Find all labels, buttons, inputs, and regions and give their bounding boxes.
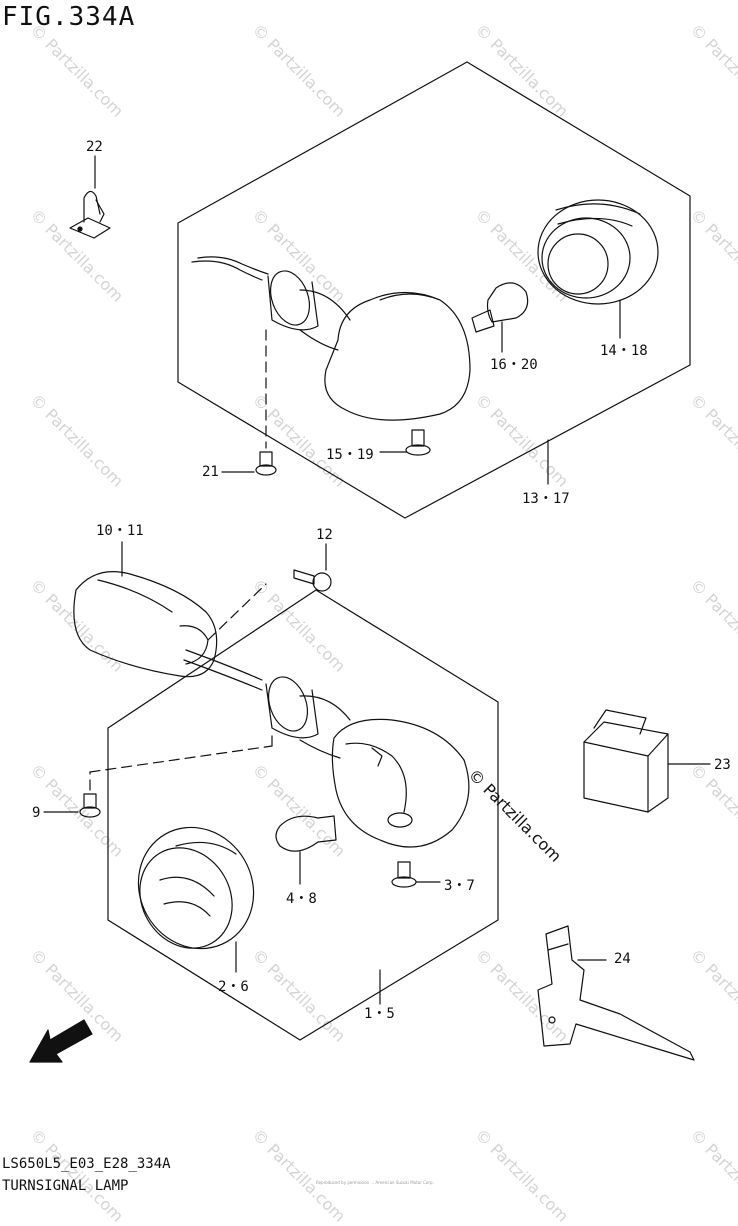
callout-21: 21 <box>202 464 219 480</box>
callout-4-8: 4・8 <box>286 891 317 907</box>
fine-print: Reproduced by permission ... American Su… <box>316 1180 434 1185</box>
part-22-clamp <box>69 155 111 239</box>
part-4-bulb <box>275 815 337 885</box>
callout-3-7: 3・7 <box>444 878 475 894</box>
callout-10-11: 10・11 <box>96 523 144 539</box>
callout-2-6: 2・6 <box>218 979 249 995</box>
part-14-lens <box>537 199 659 339</box>
callout-12: 12 <box>316 527 333 543</box>
callout-9: 9 <box>32 805 41 821</box>
part-10-cover <box>73 541 218 678</box>
part-9-screw <box>43 729 273 818</box>
part-16-bulb <box>471 282 529 353</box>
callout-24: 24 <box>614 951 631 967</box>
part-2-lens <box>137 826 255 973</box>
callout-1-5: 1・5 <box>364 1006 395 1022</box>
callout-22: 22 <box>86 139 103 155</box>
part-13-lamp-body <box>191 256 471 421</box>
callout-14-18: 14・18 <box>600 343 648 359</box>
part-15-screw <box>379 429 431 456</box>
figure-title: FIG.334A <box>2 2 136 32</box>
part-24-bracket <box>537 925 695 1061</box>
assembly-box-rear <box>177 61 691 519</box>
part-21-grommet <box>221 329 277 476</box>
assembly-box-front <box>107 589 499 1041</box>
callout-16-20: 16・20 <box>490 357 538 373</box>
part-23-relay <box>583 709 711 813</box>
figure-name: TURNSIGNAL LAMP <box>2 1178 129 1194</box>
part-1-lamp-body <box>183 649 470 848</box>
callout-15-19: 15・19 <box>326 447 374 463</box>
part-3-screw <box>391 861 441 888</box>
figure-code: LS650L5_E03_E28_334A <box>2 1156 171 1172</box>
callout-13-17: 13・17 <box>522 491 570 507</box>
part-12-bolt <box>207 543 332 641</box>
diagram-artwork <box>29 61 711 1063</box>
fwd-arrow-icon <box>29 1019 93 1063</box>
callout-23: 23 <box>714 757 731 773</box>
